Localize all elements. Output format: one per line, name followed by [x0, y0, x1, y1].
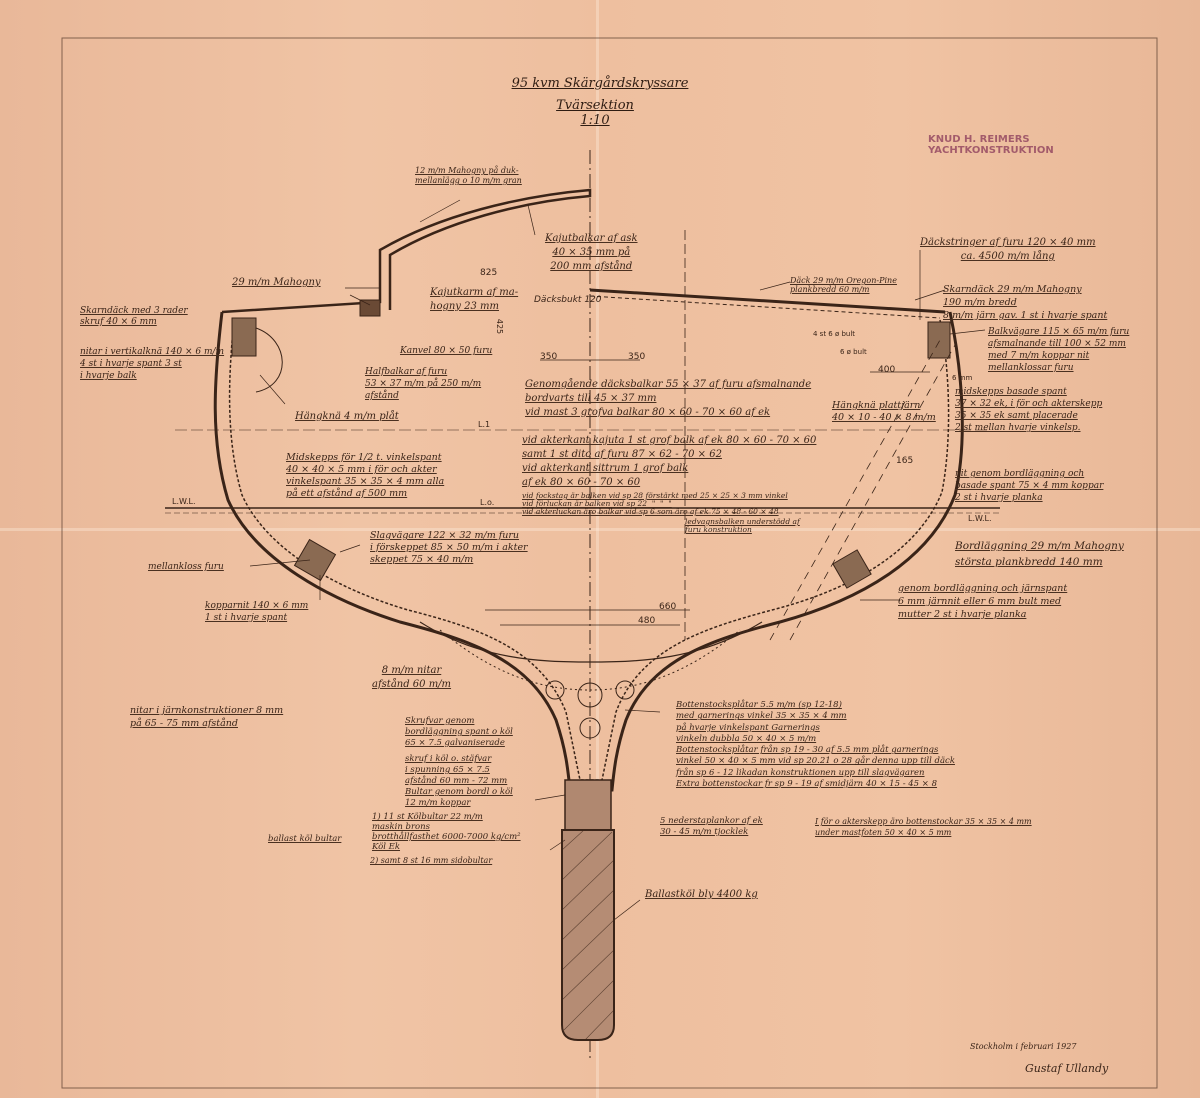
- border-frame: [61, 37, 1158, 1089]
- dim-660: 660: [659, 602, 677, 612]
- note-midskepps-right: midskepps basade spant 37 × 32 ek, i för…: [955, 387, 1103, 433]
- note-skrufvar: Skrufvar genom bordläggning spant o köl …: [405, 716, 513, 748]
- note-cabin-top: 12 m/m Mahogny på duk- mellanlägg o 10 m…: [415, 166, 522, 185]
- note-bordlaggning: Bordläggning 29 m/m Mahogny största plan…: [955, 540, 1124, 568]
- note-deck-stringer: Däckstringer af furu 120 × 40 mm ca. 450…: [920, 237, 1096, 262]
- wooden-keel: [564, 779, 612, 831]
- deck-line: [589, 288, 946, 314]
- dim-bolts: 4 st 6 ø bult: [813, 330, 856, 338]
- note-ballastkol: Ballastköl bly 4400 kg: [645, 889, 758, 900]
- note-nit-genom: nit genom bordläggning och basade spant …: [955, 469, 1104, 503]
- note-balkvagare: Balkvägare 115 × 65 m/m furu afsmalnande…: [988, 327, 1130, 373]
- drawing-title: 95 kvm Skärgårdskryssare: [511, 76, 689, 91]
- note-akterskepp: I för o akterskepp äro bottenstockar 35 …: [815, 817, 1032, 837]
- note-nitar-8mm: 8 m/m nitar afstånd 60 m/m: [372, 665, 452, 690]
- lwl-label-left: L.W.L.: [172, 497, 196, 506]
- note-midskepps-left: Midskepps för 1/2 t. vinkelspant 40 × 40…: [286, 452, 445, 499]
- lo-label: L.o.: [480, 498, 495, 507]
- note-skarndack-left: Skarndäck med 3 rader skruf 40 × 6 mm: [80, 306, 188, 327]
- dim-425: 425: [495, 318, 505, 335]
- note-slagvagare: Slagvägare 122 × 32 m/m furu i förskeppe…: [370, 530, 528, 565]
- note-forstarkt: vid fockstag är balken vid sp 28 förstär…: [522, 491, 788, 516]
- dim-165: 165: [896, 456, 914, 466]
- note-hangkna-plattjarn: Hängknä plattjärn 40 × 10 - 40 × 8 m/m: [832, 400, 936, 423]
- dim-deck-camber: Däcksbukt 120: [534, 295, 602, 305]
- note-sidobultar: 2) samt 8 st 16 mm sidobultar: [370, 856, 493, 865]
- hull-outer-planking: [213, 311, 964, 792]
- dim-400: 400: [878, 365, 896, 375]
- note-mahogny-29: 29 m/m Mahogny: [232, 277, 321, 288]
- note-genom-jarnspant: genom bordläggning och järnspant 6 mm jä…: [898, 583, 1068, 620]
- dim-350-left: 350: [540, 352, 558, 362]
- dim-825: 825: [480, 268, 498, 278]
- note-ballast-kolbultar: ballast köl bultar: [268, 834, 342, 844]
- lwl-label-right: L.W.L.: [968, 514, 992, 523]
- note-halfbalkar: Halfbalkar af furu 53 × 37 m/m på 250 m/…: [365, 367, 482, 401]
- note-skarndack-right: Skarndäck 29 m/m Mahogny 190 m/m bredd 8…: [943, 284, 1108, 321]
- fold-line: [0, 528, 1200, 531]
- note-cabin-beams: Kajutbalkar af ask 40 × 35 mm på 200 mm …: [545, 233, 638, 272]
- note-skruf-kol: skruf i köl o. stäfvar i spunning 65 × 7…: [405, 754, 513, 808]
- note-ledvagnsbalk: ledvagnsbalken understödd af furu konstr…: [685, 517, 800, 534]
- dim-6mm: 6 mm: [952, 374, 973, 382]
- note-nitar-vertikal: nitar i vertikalknä 140 × 6 m/m 4 st i h…: [80, 347, 225, 381]
- note-akterkant: vid akterkant kajuta 1 st grof balk af e…: [522, 435, 817, 488]
- note-genomgaende-balkar: Genomgående däcksbalkar 55 × 37 af furu …: [525, 379, 812, 418]
- note-nitar-jarnkonstruktion: nitar i järnkonstruktioner 8 mm på 65 - …: [130, 705, 284, 729]
- note-kajutkarm: Kajutkarm af ma- hogny 23 mm: [430, 287, 519, 312]
- note-kopparnit: kopparnit 140 × 6 mm 1 st i hvarje spant: [205, 601, 309, 623]
- note-nedersta-plankor: 5 nederstaplankor af ek 30 - 45 m/m tjoc…: [660, 816, 763, 837]
- l1-label: L.1: [478, 420, 491, 429]
- dim-bolt: 6 ø bult: [840, 348, 867, 356]
- fold-line: [596, 0, 599, 1098]
- date-note: Stockholm i februari 1927: [970, 1042, 1077, 1051]
- cabin-trunk: [221, 188, 592, 314]
- ballast-keel: [561, 829, 615, 1041]
- signature: Gustaf Ullandy: [1025, 1062, 1109, 1075]
- drawing-subtitle: Tvärsektion 1:10: [556, 98, 634, 128]
- dim-350-right: 350: [628, 352, 646, 362]
- note-bottenstockar: Bottenstocksplåtar 5.5 m/m (sp 12-18) me…: [676, 700, 955, 790]
- dim-480: 480: [638, 616, 656, 626]
- note-kanvel: Kanvel 80 × 50 furu: [400, 346, 493, 356]
- note-deck: Däck 29 m/m Oregon-Pine plankbredd 60 m/…: [790, 276, 897, 294]
- note-hangkna-4mm: Hängknä 4 m/m plåt: [295, 411, 399, 422]
- note-kolbultar: 1) 11 st Kölbultar 22 m/m maskin brons b…: [372, 812, 521, 852]
- note-mellankloss: mellankloss furu: [148, 562, 224, 572]
